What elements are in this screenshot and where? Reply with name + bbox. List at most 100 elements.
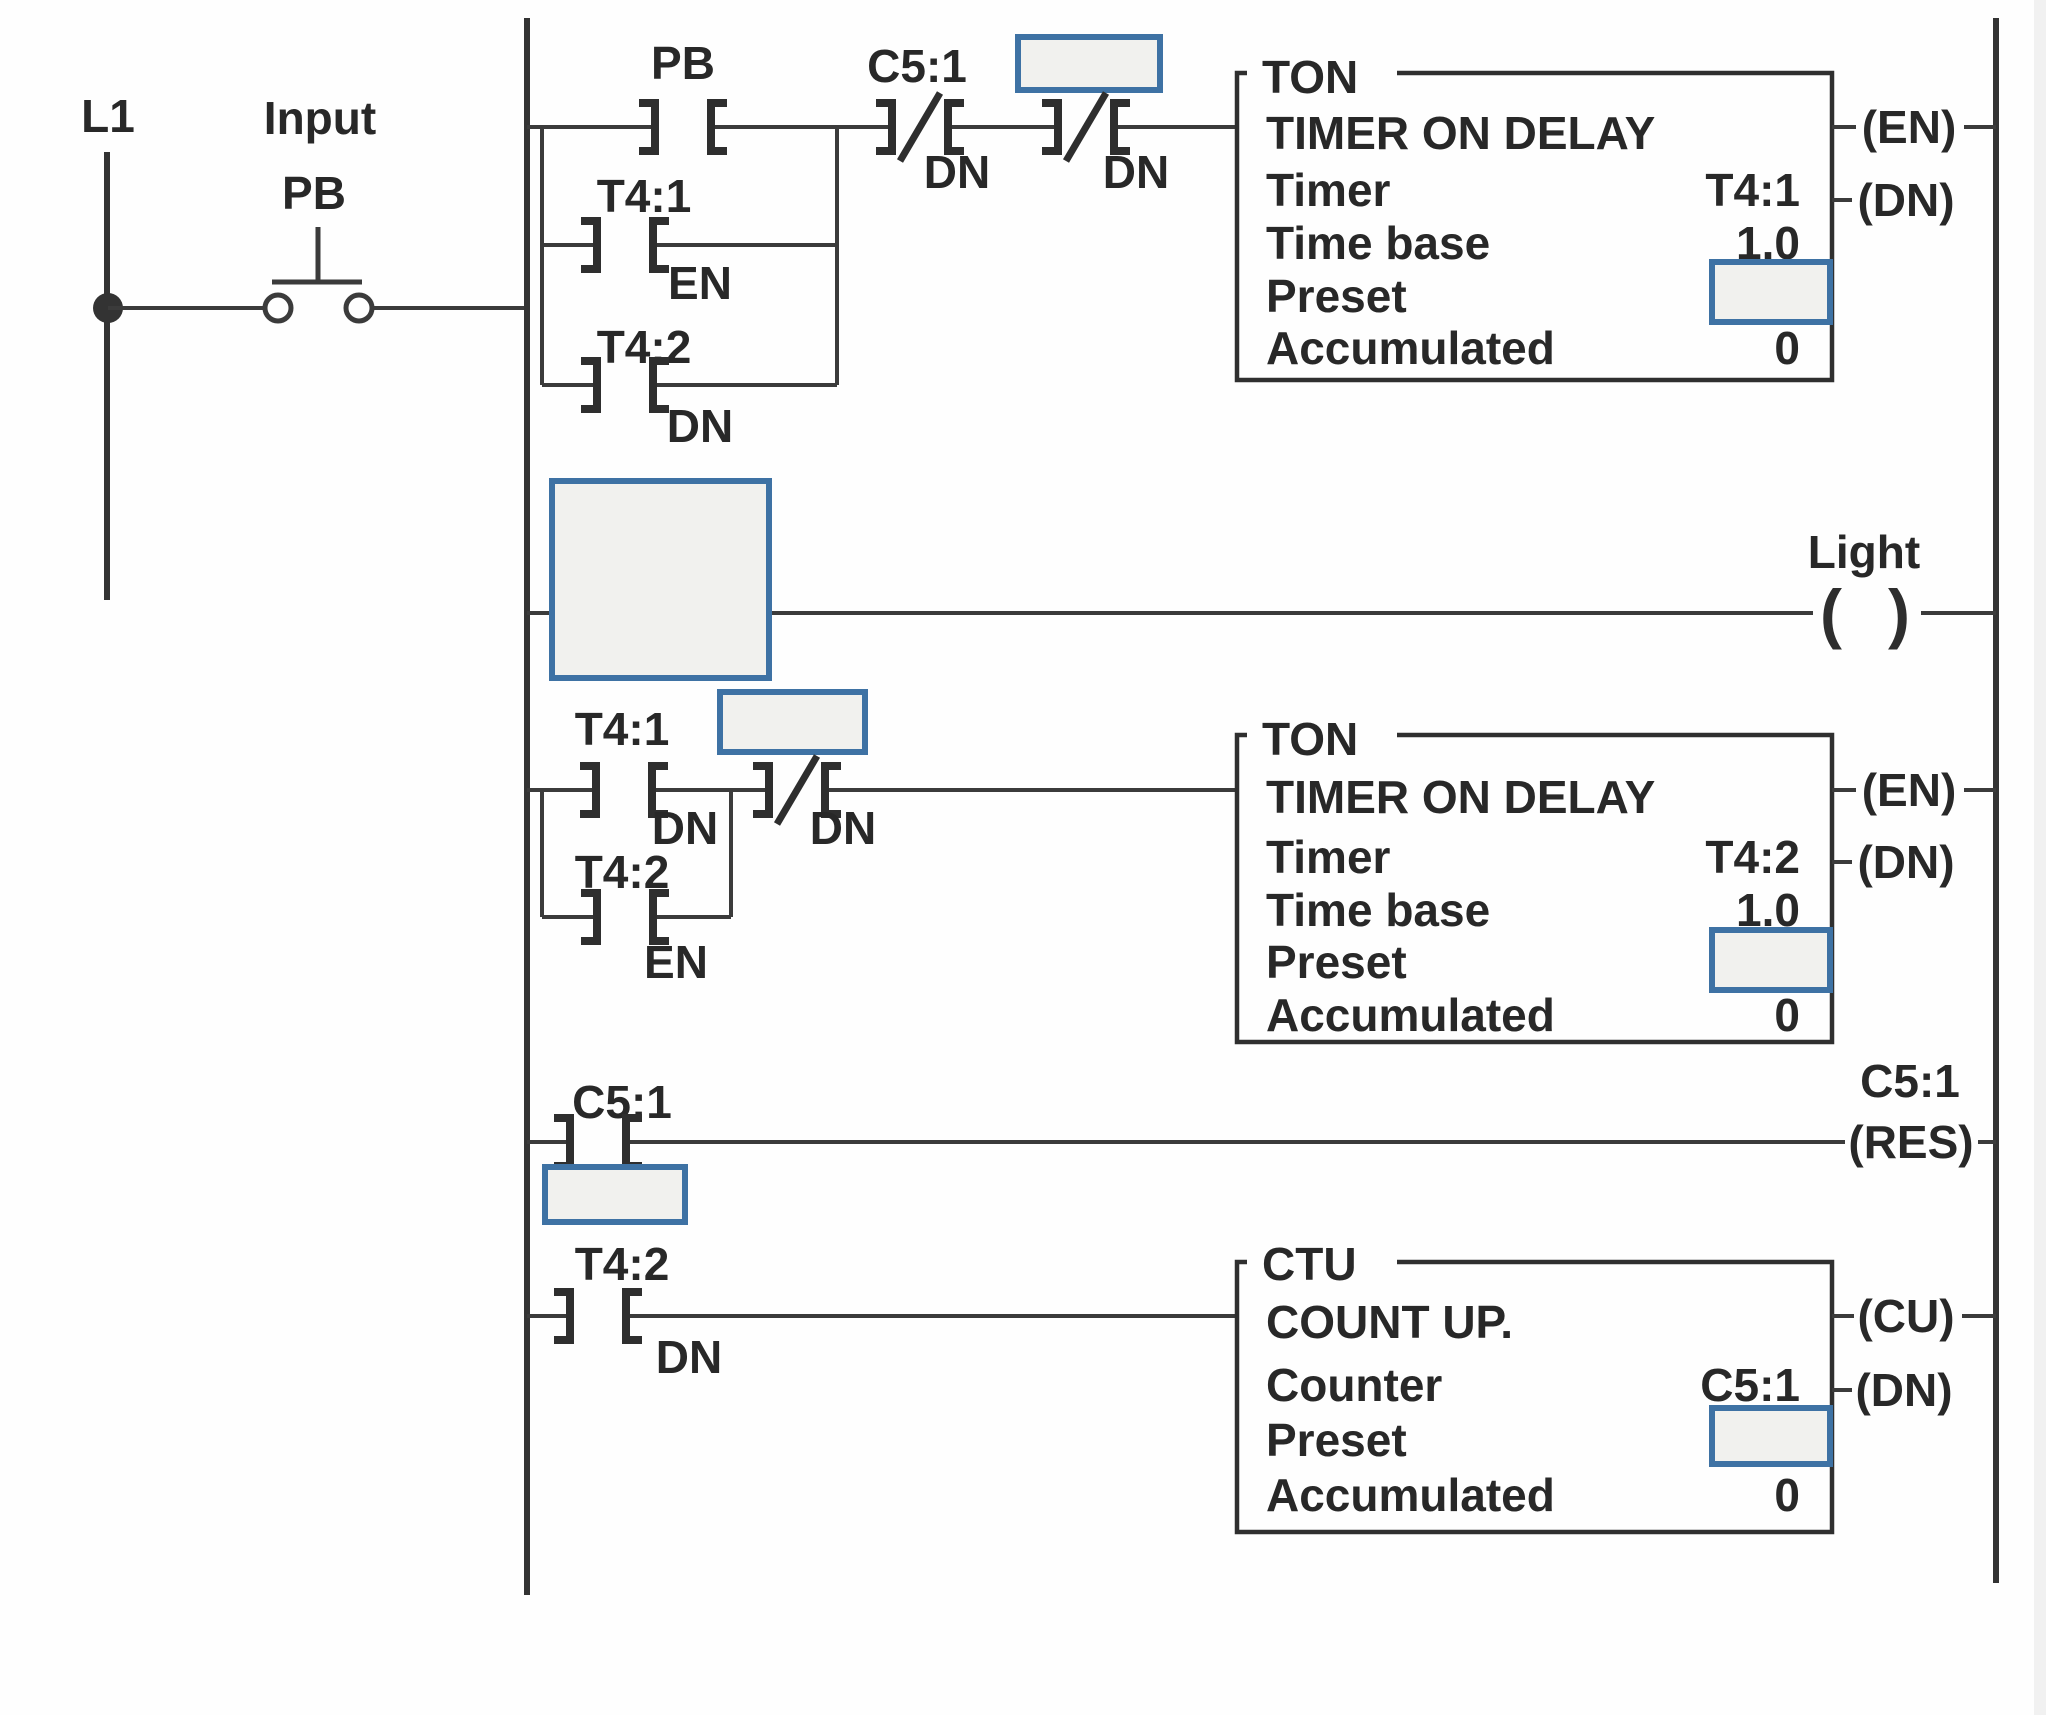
contact-bracket-right bbox=[649, 217, 669, 273]
row-label: Preset bbox=[1266, 936, 1407, 988]
contact-bracket-left bbox=[876, 99, 896, 155]
coil-address: C5:1 bbox=[1860, 1055, 1960, 1107]
contact-bracket-right bbox=[944, 99, 964, 155]
input-caption: Input bbox=[264, 92, 376, 144]
contact-address: C5:1 bbox=[867, 40, 967, 92]
contact-bracket-right bbox=[648, 762, 668, 818]
output-en: (EN) bbox=[1862, 764, 1957, 816]
coil-paren-right: ) bbox=[1888, 576, 1910, 650]
contact-bit: DN bbox=[652, 802, 718, 854]
l1-label: L1 bbox=[81, 90, 135, 142]
contact-bracket-right bbox=[821, 762, 841, 818]
blank-ton1-preset-value[interactable] bbox=[1709, 259, 1833, 325]
contact-bit: EN bbox=[644, 936, 708, 988]
instruction-title: TIMER ON DELAY bbox=[1266, 771, 1655, 823]
blank-rung3-contact-address[interactable] bbox=[717, 689, 868, 755]
rung-3: T4:1 DN DN T4:2 EN bbox=[527, 689, 1237, 988]
output-dn: (DN) bbox=[1855, 1364, 1952, 1416]
output-cu: (CU) bbox=[1857, 1290, 1954, 1342]
contact-t42-dn: T4:2 DN bbox=[554, 1238, 722, 1383]
contact-pb-no: PB bbox=[639, 37, 727, 155]
nc-slash bbox=[1062, 91, 1110, 163]
reset-coil: (RES) bbox=[1848, 1116, 1973, 1168]
contact-c51-no: C5:1 bbox=[542, 1076, 688, 1225]
instruction-box bbox=[1234, 1259, 1835, 1535]
output-dn: (DN) bbox=[1857, 174, 1954, 226]
ctu-counter-block: CTU COUNT UP. Counter C5:1 Preset Accumu… bbox=[1234, 1238, 1996, 1535]
branch-contact-t42-en: T4:2 EN bbox=[542, 846, 731, 988]
blank-rung4-contact-bit[interactable] bbox=[542, 1164, 688, 1225]
coil-label: Light bbox=[1808, 526, 1920, 578]
rung-2: Light ( ) bbox=[527, 478, 1996, 681]
row-value: T4:1 bbox=[1705, 164, 1800, 216]
row-label: Accumulated bbox=[1266, 322, 1555, 374]
output-en: (EN) bbox=[1862, 101, 1957, 153]
power-input-circuit: L1 Input PB bbox=[81, 90, 527, 600]
row-value: C5:1 bbox=[1700, 1359, 1800, 1411]
instruction-box bbox=[1234, 70, 1835, 383]
contact-bracket-right bbox=[649, 357, 669, 413]
contact-bracket-left bbox=[581, 357, 601, 413]
contact-bracket-right bbox=[622, 1288, 642, 1344]
contact-bracket-left bbox=[639, 99, 659, 155]
coil-c51-res: C5:1 (RES) bbox=[1848, 1055, 1996, 1168]
row-value: 0 bbox=[1774, 322, 1800, 374]
branch-contact-t41-en: T4:1 EN bbox=[542, 170, 837, 309]
row-label: Time base bbox=[1266, 217, 1490, 269]
contact-bracket-left bbox=[753, 762, 773, 818]
pushbutton-terminal-left bbox=[262, 292, 294, 324]
title-mask bbox=[1247, 1241, 1397, 1285]
blank-ctu-preset-value[interactable] bbox=[1709, 1405, 1833, 1467]
scan-edge bbox=[2034, 0, 2046, 1715]
ton-timer-1-block: TON TIMER ON DELAY Timer T4:1 Time base … bbox=[1234, 51, 1996, 383]
contact-bit: DN bbox=[810, 802, 876, 854]
row-value: T4:2 bbox=[1705, 831, 1800, 883]
rung-1: PB T4:1 EN T4:2 DN C5:1 DN bbox=[527, 34, 1237, 452]
contact-address: T4:1 bbox=[575, 703, 670, 755]
contact-t41-dn: T4:1 DN bbox=[575, 689, 868, 854]
contact-bracket-left bbox=[554, 1288, 574, 1344]
row-value: 0 bbox=[1774, 1469, 1800, 1521]
instruction-mnemonic: TON bbox=[1262, 713, 1358, 765]
title-mask bbox=[1247, 52, 1397, 96]
row-label: Preset bbox=[1266, 270, 1407, 322]
contact-address: PB bbox=[651, 37, 715, 89]
rung-5: T4:2 DN bbox=[527, 1238, 1237, 1383]
contact-bit: DN bbox=[667, 400, 733, 452]
instruction-title: TIMER ON DELAY bbox=[1266, 107, 1655, 159]
blank-rung2-instruction[interactable] bbox=[549, 478, 772, 681]
contact-bracket-left bbox=[581, 889, 601, 945]
row-label: Timer bbox=[1266, 164, 1391, 216]
nc-slash bbox=[896, 91, 944, 163]
contact-address: T4:2 bbox=[597, 321, 692, 373]
row-label: Accumulated bbox=[1266, 989, 1555, 1041]
contact-bracket-left bbox=[1042, 99, 1062, 155]
contact-bracket-left bbox=[580, 762, 600, 818]
input-device-label: PB bbox=[282, 167, 346, 219]
blank-rung1-contact-address[interactable] bbox=[1015, 34, 1163, 93]
contact-bracket-left bbox=[581, 217, 601, 273]
nc-slash bbox=[773, 754, 821, 826]
row-label: Preset bbox=[1266, 1414, 1407, 1466]
coil-paren-left: ( bbox=[1820, 576, 1842, 650]
row-label: Time base bbox=[1266, 884, 1490, 936]
contact-c51-dn-nc: C5:1 DN bbox=[867, 40, 990, 198]
rung-4: C5:1 C5:1 (RES) bbox=[527, 1055, 1996, 1225]
output-dn: (DN) bbox=[1857, 836, 1954, 888]
row-label: Accumulated bbox=[1266, 1469, 1555, 1521]
instruction-mnemonic: CTU bbox=[1262, 1238, 1357, 1290]
instruction-box bbox=[1234, 732, 1835, 1045]
pushbutton-terminal-right bbox=[343, 292, 375, 324]
contact-bit: DN bbox=[924, 146, 990, 198]
contact-bracket-right bbox=[649, 889, 669, 945]
contact-bit: EN bbox=[668, 257, 732, 309]
branch-contact-t42-dn: T4:2 DN bbox=[542, 321, 837, 452]
row-label: Timer bbox=[1266, 831, 1391, 883]
contact-bit: DN bbox=[1103, 146, 1169, 198]
instruction-title: COUNT UP. bbox=[1266, 1296, 1513, 1348]
contact-bracket-right bbox=[707, 99, 727, 155]
contact-bit: DN bbox=[656, 1331, 722, 1383]
blank-ton2-preset-value[interactable] bbox=[1709, 927, 1833, 993]
